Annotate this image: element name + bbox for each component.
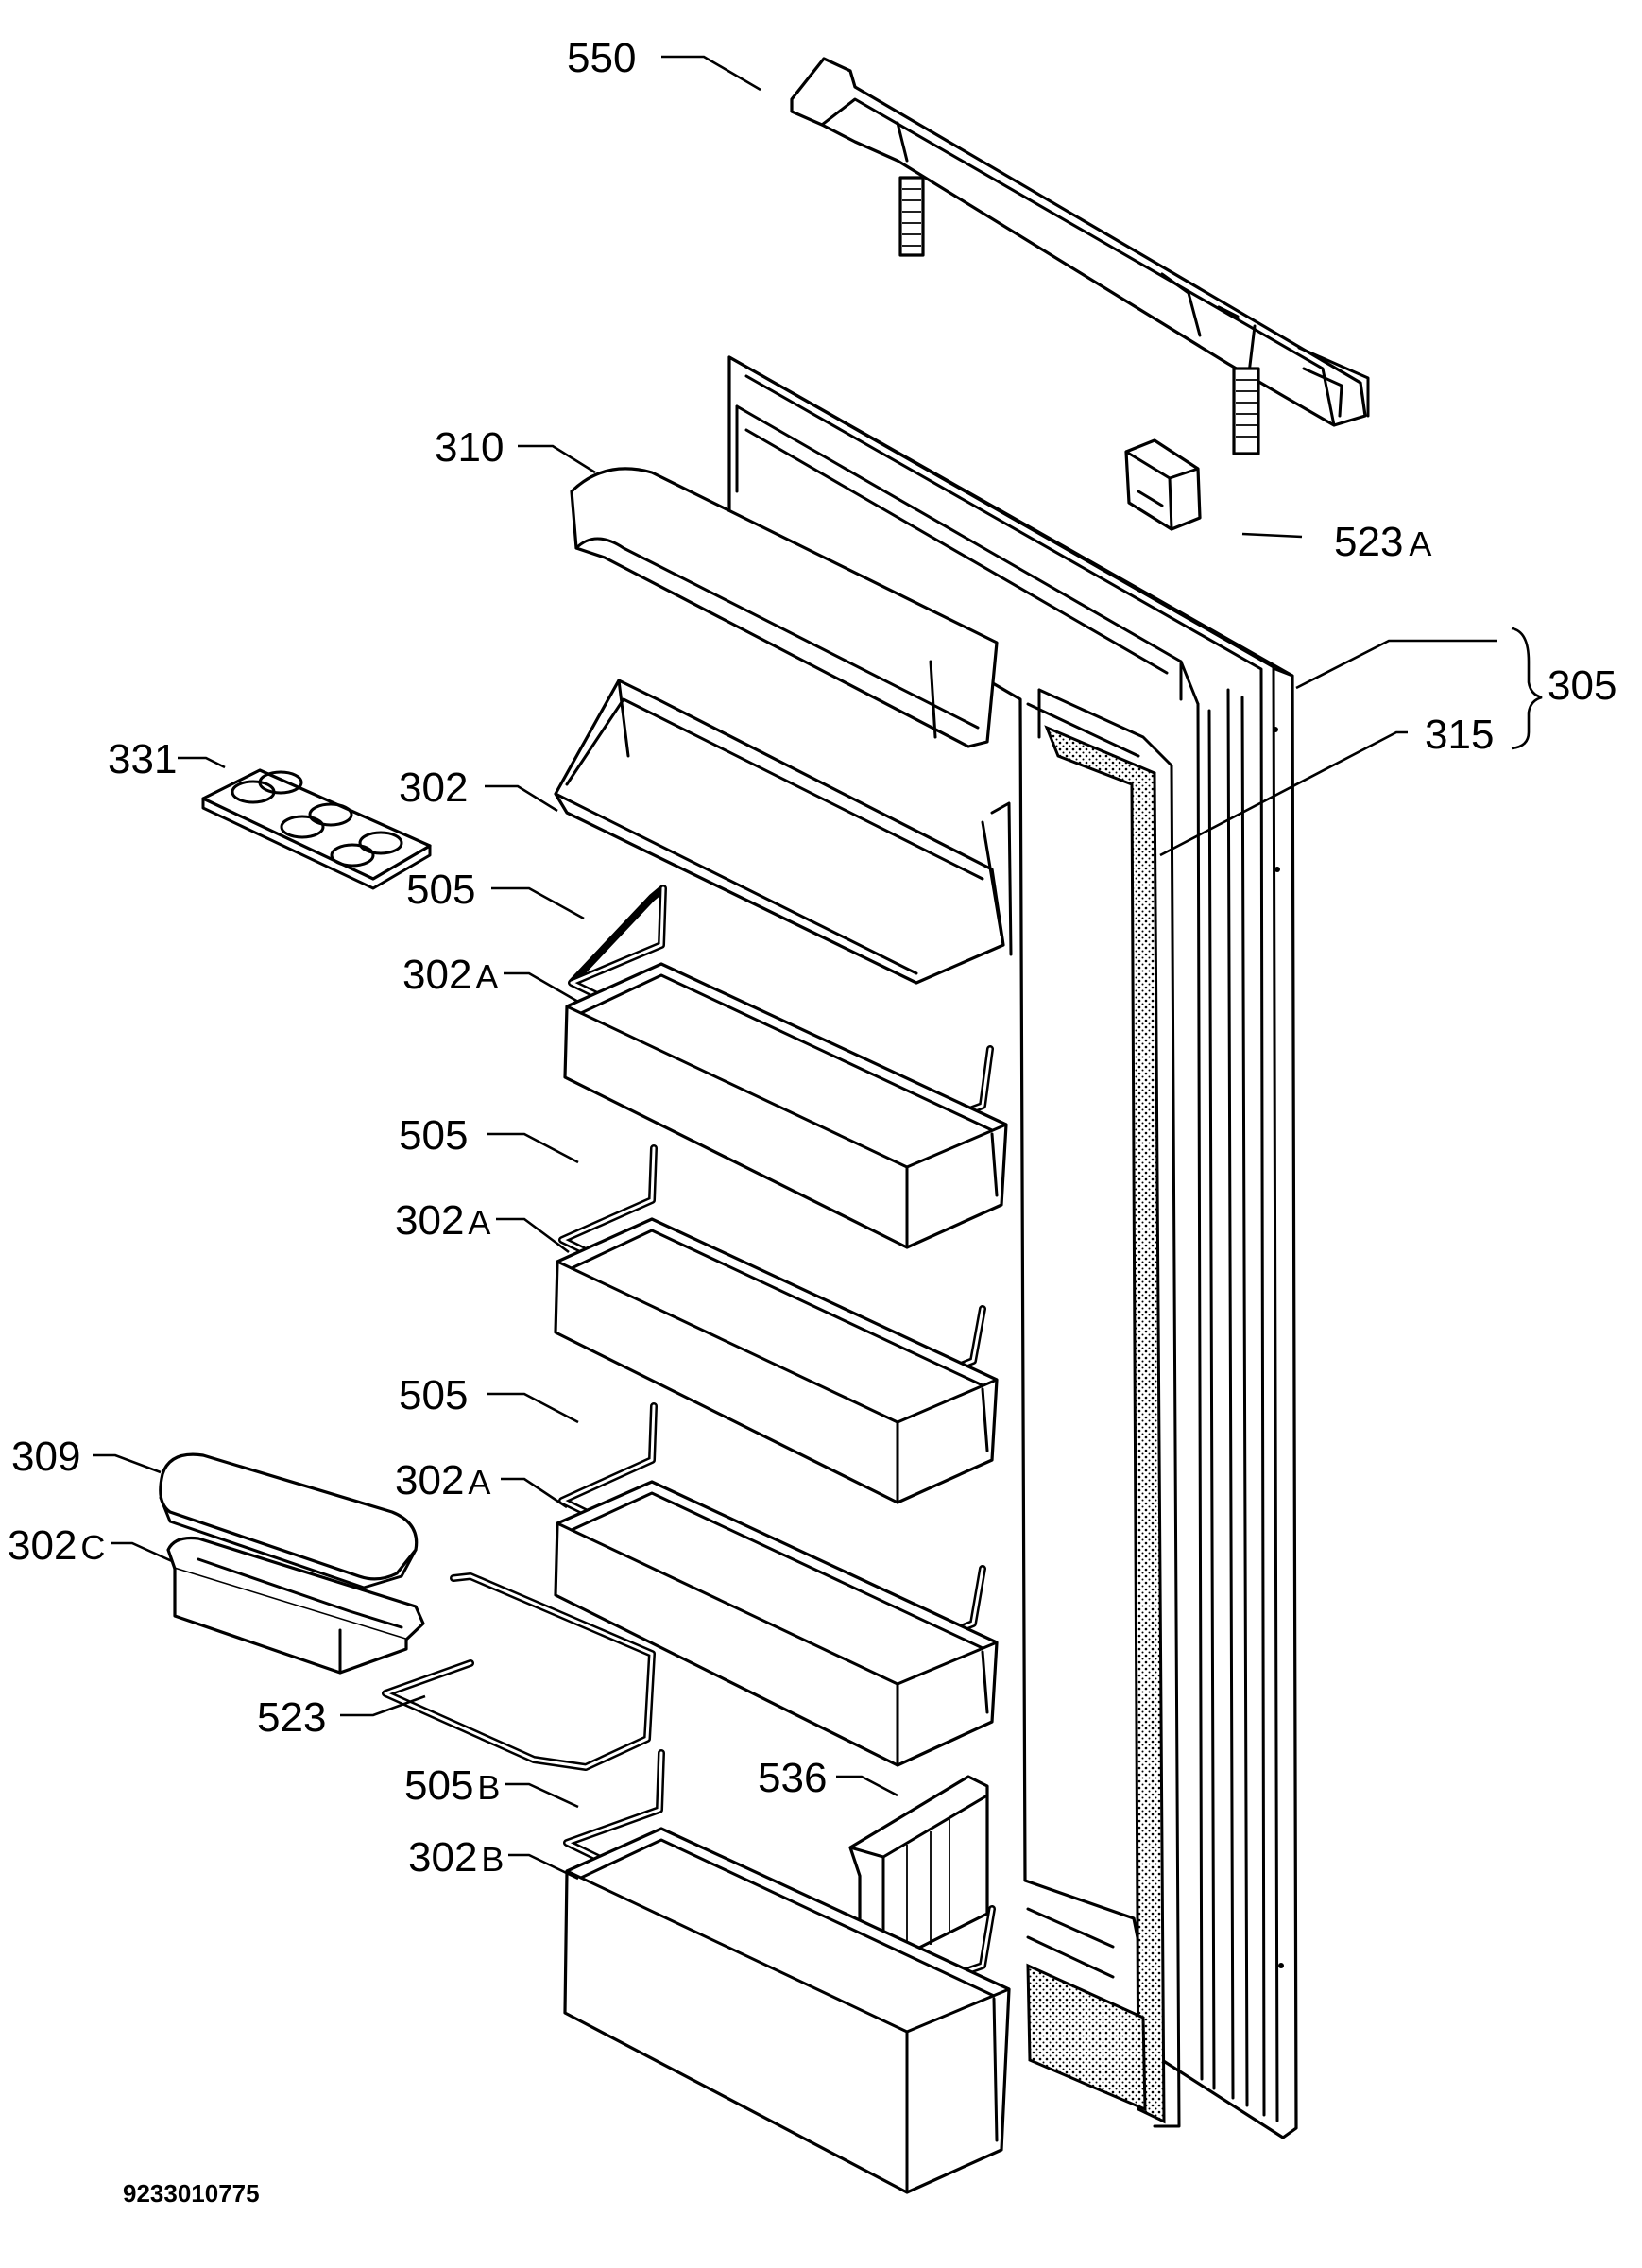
butter-box-302c-with-lid-309 (159, 1452, 425, 1675)
label-309: 309 (11, 1434, 80, 1480)
label-315: 315 (1425, 712, 1494, 758)
handle-550 (790, 57, 1370, 455)
dairy-flap-310 (570, 467, 999, 748)
door-gasket-315 (1026, 688, 1181, 2128)
label-331: 331 (108, 736, 177, 782)
door-stop-523a (1124, 438, 1202, 531)
dairy-box-302 (554, 679, 1013, 985)
label-305: 305 (1548, 662, 1616, 709)
document-code: 9233010775 (123, 2179, 260, 2208)
bottle-holder-536 (848, 1775, 989, 1967)
shelf-unit-3 (554, 1402, 999, 1767)
label-536: 536 (758, 1755, 827, 1801)
label-505-1: 505 (406, 867, 475, 913)
bottle-retainer-523 (382, 1572, 656, 1771)
shelf-unit-bottom (563, 1749, 1011, 2194)
label-310: 310 (435, 424, 504, 471)
label-505-2: 505 (399, 1112, 468, 1159)
label-550: 550 (567, 35, 636, 81)
leader-lines (93, 55, 1543, 1881)
shelf-unit-1 (563, 885, 1008, 1249)
label-505-3: 505 (399, 1372, 468, 1418)
label-302: 302 (399, 765, 468, 811)
egg-tray-331 (201, 768, 432, 890)
label-523: 523 (257, 1694, 326, 1741)
shelf-unit-2 (554, 1144, 999, 1504)
